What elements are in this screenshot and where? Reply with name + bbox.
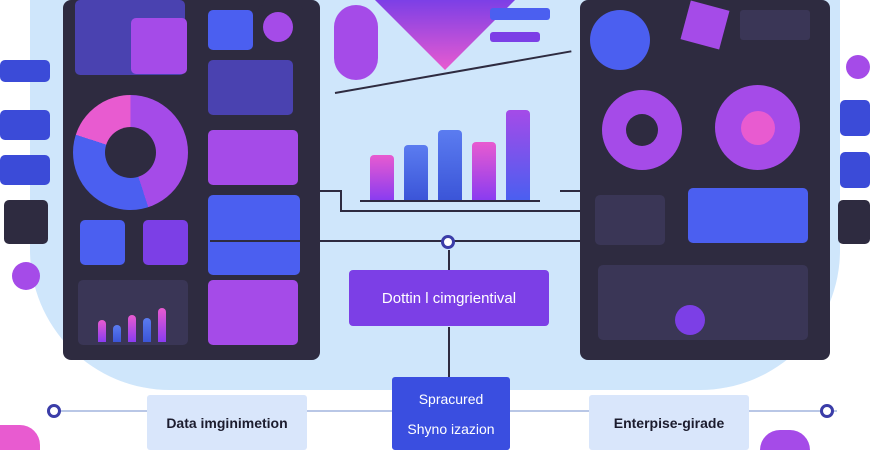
chart-bar xyxy=(404,145,428,200)
left-list-card xyxy=(208,280,298,345)
left-top-icon xyxy=(131,18,187,74)
synchronization-box[interactable]: Spracured Shyno izazion xyxy=(392,377,510,450)
cube-icon xyxy=(680,0,730,50)
right-circle-icon[interactable] xyxy=(590,10,650,70)
main-label[interactable]: Dottin l cimgrientival xyxy=(349,270,549,326)
side-tab-left-3[interactable] xyxy=(0,155,50,185)
left-icon-grid[interactable] xyxy=(208,60,293,115)
left-icon-2[interactable] xyxy=(143,220,188,265)
p-icon xyxy=(675,305,705,335)
right-info-card xyxy=(688,188,808,243)
chart-bar xyxy=(370,155,394,200)
purple-circle-icon-right xyxy=(846,55,870,79)
chart-bar xyxy=(506,110,530,200)
side-tab-left-2[interactable] xyxy=(0,110,50,140)
mini-bar xyxy=(98,320,106,342)
sync-box-line-1: Spracured xyxy=(418,390,484,407)
decor-shape xyxy=(0,425,40,450)
enterprise-grade-box[interactable]: Enterpise-girade xyxy=(589,395,749,450)
connector xyxy=(340,210,580,212)
connector xyxy=(340,190,342,210)
flow-node[interactable] xyxy=(441,235,455,249)
bottom-node-right[interactable] xyxy=(820,404,834,418)
decor-shape xyxy=(760,430,810,450)
gear-icon xyxy=(715,85,800,170)
bottom-node-left[interactable] xyxy=(47,404,61,418)
left-info-card xyxy=(208,195,300,275)
side-tab-left-1[interactable] xyxy=(0,60,50,82)
mini-bar xyxy=(128,315,136,342)
logo-tile xyxy=(334,5,378,80)
connector-horizontal xyxy=(210,240,660,242)
gear-icon xyxy=(602,90,682,170)
purple-circle-icon xyxy=(12,262,40,290)
connector xyxy=(560,190,580,192)
left-icon-1[interactable] xyxy=(80,220,125,265)
y-axis-labels xyxy=(325,100,349,180)
connector-vertical xyxy=(448,327,450,377)
left-gear-icon xyxy=(263,12,293,42)
side-icon-right[interactable] xyxy=(838,200,870,244)
donut-hole xyxy=(105,127,156,178)
top-text-line xyxy=(490,32,540,42)
right-text-block xyxy=(740,10,810,40)
sync-box-line-2: Shyno izazion xyxy=(407,420,495,437)
mini-bar xyxy=(158,308,166,342)
top-text-line xyxy=(490,8,550,20)
chart-bar xyxy=(472,142,496,200)
right-icon-group[interactable] xyxy=(595,195,665,245)
connector xyxy=(320,190,340,192)
connector-vertical xyxy=(448,250,450,270)
data-integration-box[interactable]: Data imginimetion xyxy=(147,395,307,450)
chart-bar xyxy=(438,130,462,200)
left-dashboard-panel xyxy=(63,0,320,360)
right-scatter-chart xyxy=(598,265,808,340)
chart-baseline xyxy=(360,200,540,202)
side-tab-right-2[interactable] xyxy=(840,152,870,188)
side-icon-left[interactable] xyxy=(4,200,48,244)
right-dashboard-panel xyxy=(580,0,830,360)
left-small-tile[interactable] xyxy=(208,10,253,50)
side-tab-right-1[interactable] xyxy=(840,100,870,136)
left-text-card xyxy=(208,130,298,185)
mini-bar xyxy=(113,325,121,342)
mini-bar xyxy=(143,318,151,342)
